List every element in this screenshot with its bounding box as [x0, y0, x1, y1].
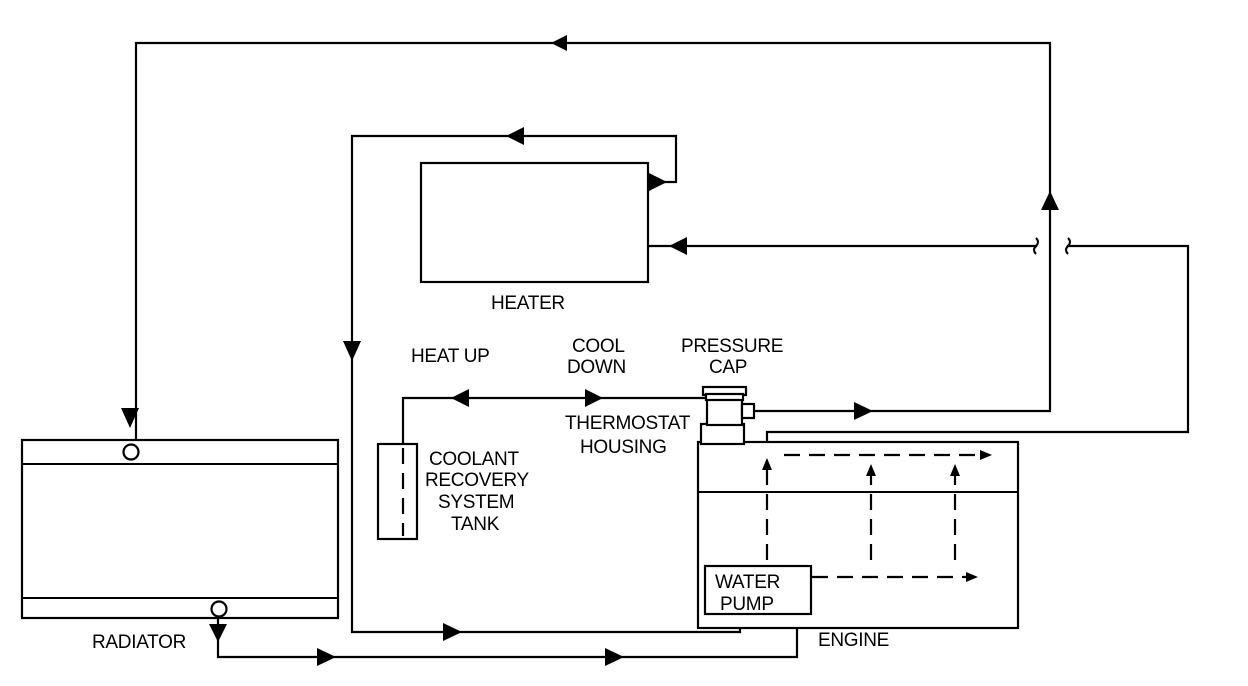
arrow-into-heater — [649, 173, 667, 191]
heat-up-label: HEAT UP — [411, 346, 490, 367]
radiator-label: RADIATOR — [92, 632, 186, 653]
arrow-right-cool-down — [585, 389, 603, 407]
arrow-left-top — [551, 35, 567, 51]
arrow-down-radiator-outlet — [209, 624, 227, 642]
arrow-left-heater-supply — [669, 237, 687, 255]
engine-arrow-up-1 — [762, 458, 772, 470]
arrow-down-radiator — [121, 408, 139, 428]
heater-bypass-pipe — [765, 244, 1190, 446]
arrow-right-bottom-outer-1 — [317, 648, 336, 666]
labels: HEATER HEAT UP COOL DOWN PRESSURE CAP TH… — [92, 293, 889, 653]
water-pump-label-1: WATER — [715, 572, 780, 593]
coolant-recovery-line — [401, 396, 708, 446]
pressure-cap — [701, 385, 748, 402]
engine-arrow-right-top — [980, 450, 992, 460]
arrow-left-heater-top — [506, 127, 524, 145]
coolant-recovery-tank — [376, 442, 419, 541]
pressure-cap-label-2: CAP — [709, 357, 747, 378]
pressure-cap-label-1: PRESSURE — [681, 336, 783, 357]
cool-down-label-2: DOWN — [567, 357, 626, 378]
coolant-tank-label-4: TANK — [451, 514, 500, 535]
arrow-left-heat-up — [451, 389, 469, 407]
water-pump-label-2: PUMP — [720, 594, 774, 615]
coolant-tank-label-3: SYSTEM — [438, 492, 514, 513]
radiator-return-pipe — [134, 41, 1052, 448]
thermostat-housing — [699, 397, 756, 446]
arrow-right-bottom-inner — [443, 623, 462, 641]
thermostat-housing-label-2: HOUSING — [580, 437, 667, 458]
flow-arrows — [121, 35, 1059, 666]
engine-arrow-up-3 — [950, 464, 960, 476]
cool-down-label-1: COOL — [572, 336, 625, 357]
radiator-outlet-port — [210, 600, 228, 618]
pipe-break-left — [1033, 237, 1039, 255]
heater-core — [419, 161, 650, 284]
engine-arrow-right-bottom — [966, 572, 978, 582]
arrow-up-right — [1041, 191, 1059, 210]
arrow-down-heater-return — [343, 341, 361, 361]
engine-arrow-up-2 — [866, 464, 876, 476]
engine-label: ENGINE — [818, 630, 889, 651]
coolant-tank-label-2: RECOVERY — [425, 470, 530, 491]
coolant-tank-label-1: COOLANT — [429, 449, 519, 470]
radiator-inlet-port — [122, 443, 140, 461]
heater-label: HEATER — [491, 293, 565, 314]
heater-loop-pipe — [350, 134, 742, 634]
water-pump — [703, 564, 813, 616]
radiator — [20, 438, 340, 620]
arrow-right-cap-outlet — [854, 402, 873, 420]
thermostat-housing-label-1: THERMOSTAT — [565, 413, 691, 434]
arrow-right-bottom-outer-2 — [605, 648, 624, 666]
